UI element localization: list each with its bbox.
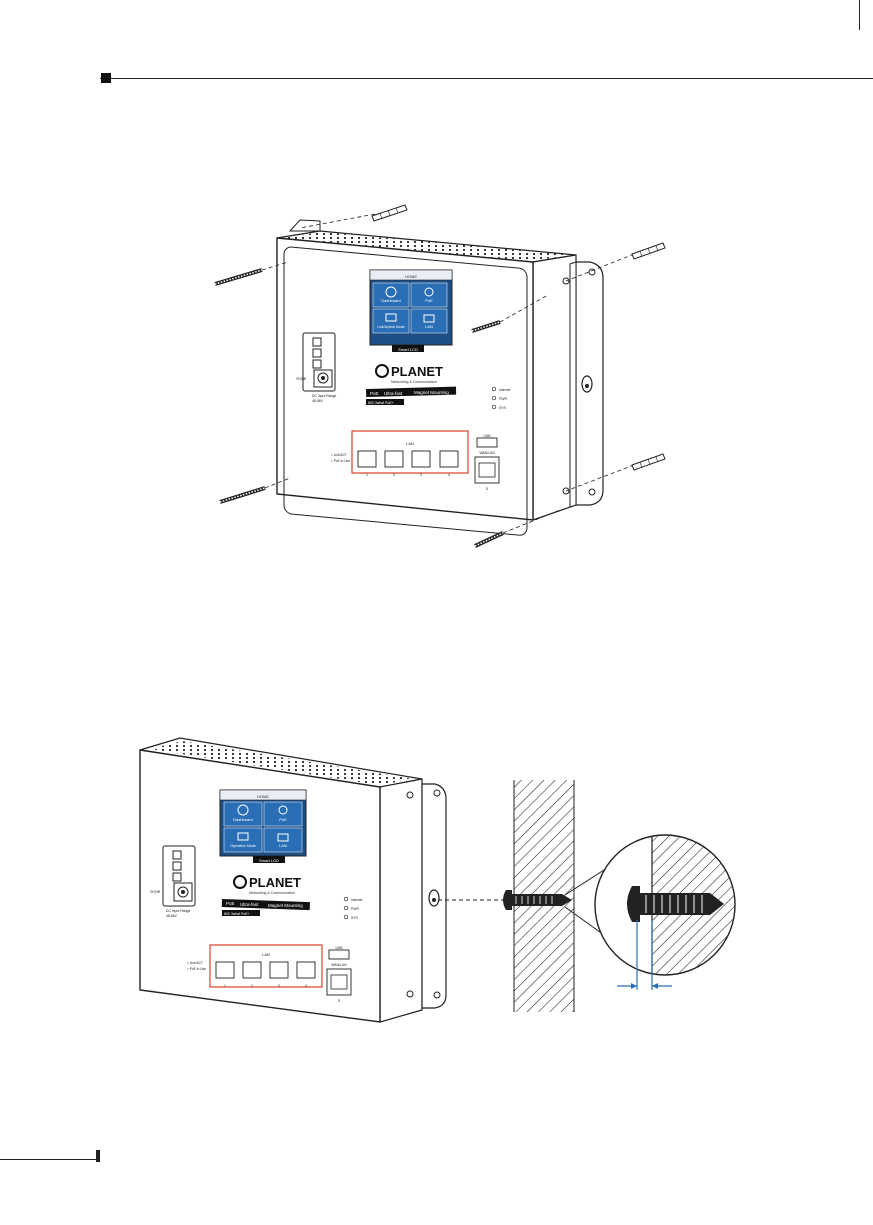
header-rule — [100, 78, 873, 79]
lcd-tile-2-1: Dashboard — [233, 817, 253, 822]
lcd-tile-1-4: LAN — [425, 324, 433, 329]
brand-2: PLANET — [249, 875, 301, 890]
port-1-1: 1 — [366, 473, 368, 477]
lcd-header-1: HOME — [405, 274, 417, 279]
lan-label-1: LAN — [406, 441, 414, 446]
dc-polarity-icon: ⊖◎⊕ — [296, 376, 306, 381]
badge-2-1: PoE — [226, 901, 235, 906]
planet-logo-icon — [233, 875, 247, 889]
wan-label-2: WAN/LAN — [331, 963, 347, 967]
lcd-tile-2-3: Operation Mode — [230, 844, 256, 848]
port-1-2: 2 — [393, 473, 395, 477]
wan-label-1: WAN/LAN — [479, 451, 495, 455]
figure-1-wall-mount: HOME Dashboard PoE Link/Uplink Mode LAN … — [214, 204, 666, 548]
lcd-caption-1: Smart LCD — [398, 347, 418, 352]
legend-2-1: = Link/ACT — [187, 961, 203, 965]
badge-2-2: Ultra-fast — [240, 902, 259, 907]
badge-sub-1: 802.3at/af PoE+ — [368, 401, 394, 405]
port-2-1: 1 — [224, 984, 226, 988]
badge-sub-2: 802.3at/af PoE+ — [224, 912, 250, 916]
lcd-caption-2: Smart LCD — [259, 858, 279, 863]
port-1-4: 4 — [448, 473, 450, 477]
brand-tagline-2: Networking & Communication — [249, 891, 295, 895]
footer-marker — [96, 1150, 100, 1162]
lcd-tile-2-2: PoE — [279, 817, 287, 822]
screw-icon — [474, 531, 504, 548]
port-1-3: 3 — [420, 473, 422, 477]
wall-plug-icon — [631, 453, 666, 471]
lcd-tile-1-3: Link/Uplink Mode — [377, 325, 405, 329]
wall-plug-icon — [631, 242, 666, 260]
port-2-4: 4 — [305, 984, 307, 988]
header-marker — [101, 73, 111, 83]
legend-2-2: = PoE In-Use — [187, 967, 206, 971]
usb-label-2: USB — [336, 946, 344, 950]
badge-1-3: Magnet Mounting — [414, 390, 449, 395]
dc-label-2: DC Input Range — [166, 909, 190, 913]
wan-port-1: 5 — [486, 487, 488, 491]
led-label-1-1: Internet — [499, 388, 511, 392]
dc-label-1: DC Input Range — [312, 394, 336, 398]
dc-polarity-icon: ⊖◎⊕ — [150, 889, 160, 894]
led-label-1-3: SYS — [499, 406, 507, 410]
lcd-header-2: HOME — [257, 794, 269, 799]
dc-range-1: 48-56V — [312, 399, 324, 403]
badge-2-3: Magnet Mounting — [268, 903, 303, 908]
screw-icon — [214, 268, 263, 286]
figure-2-screw-detail: HOME Dashboard PoE Operation Mode LAN Sm… — [139, 737, 736, 1023]
brand-1: PLANET — [391, 364, 443, 379]
top-edge-tick — [859, 0, 860, 30]
badge-1-1: PoE — [370, 391, 379, 396]
wall-plug-icon — [371, 204, 408, 222]
lcd-tile-1-1: Dashboard — [381, 298, 401, 303]
screw-icon — [471, 320, 501, 333]
port-2-2: 2 — [251, 984, 253, 988]
wan-port-2: 5 — [338, 999, 340, 1003]
brand-tagline-1: Networking & Communication — [391, 380, 437, 384]
legend-1-2: = PoE In-Use — [331, 459, 350, 463]
led-label-2-2: PWR — [351, 907, 359, 911]
footer-rule — [0, 1159, 98, 1160]
lcd-tile-1-2: PoE — [425, 298, 433, 303]
planet-logo-icon — [375, 364, 389, 378]
lcd-screen-1 — [369, 269, 453, 352]
led-label-2-1: Internet — [351, 898, 363, 902]
dc-range-2: 48-56V — [166, 914, 178, 918]
port-2-3: 3 — [278, 984, 280, 988]
usb-label-1: USB — [484, 434, 492, 438]
badge-1-2: Ultra-fast — [384, 391, 403, 396]
led-label-2-3: SYS — [351, 916, 359, 920]
zoom-detail — [594, 834, 736, 990]
screw-icon — [503, 890, 572, 910]
lan-label-2: LAN — [262, 952, 270, 957]
screw-icon — [219, 486, 266, 504]
legend-1-1: = Link/ACT — [331, 453, 347, 457]
lcd-tile-2-4: LAN — [279, 843, 287, 848]
led-label-1-2: PWR — [499, 397, 507, 401]
